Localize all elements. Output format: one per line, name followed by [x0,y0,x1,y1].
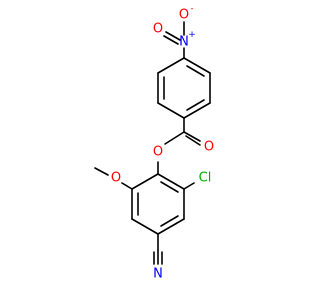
bond-carbonyl-double-a [183,131,201,142]
bond-ring2-cl [183,182,195,190]
bond-carbonyl-c-ester-o [164,131,185,145]
bond-ring2-f [131,173,159,190]
bond-nitro-n-o-left-double-b [165,31,181,41]
bond-ring2-d [131,218,159,235]
bond-ring1-inner-a [186,65,205,77]
atom-nitro-o-top-charge: - [190,4,193,14]
bond-ring2-methoxy-o [121,182,133,190]
bond-ring1-inner-b [186,99,205,111]
atom-nitro-n: N [179,35,189,50]
atom-methoxy-o: O [111,171,121,186]
atom-nitrile-n: N [153,267,163,282]
bond-ring1-f [157,57,185,74]
atom-labels: N + O - O O O O Cl N [111,4,214,282]
bond-ring2-inner-a [160,181,179,193]
bond-ring1-d [157,102,185,119]
bonds [94,21,211,265]
bond-ring2-a [157,173,185,190]
bond-methoxy-o-ch3 [94,167,109,176]
atom-carbonyl-o: O [204,140,214,155]
atom-ester-o: O [153,145,163,160]
molecule-diagram: N + O - O O O O Cl N [94,4,214,282]
bond-ring2-inner-b [160,215,179,227]
bond-carbonyl-double-b [185,135,201,146]
bond-ring1-c [183,102,211,119]
atom-nitro-o-left: O [153,22,163,37]
atom-nitro-o-top: O [179,8,189,23]
bond-ring1-a [183,57,211,74]
bond-ring2-c [157,218,185,235]
bond-nitro-n-o-left-double-a [163,35,179,45]
atom-chlorine: Cl [199,171,212,186]
atom-nitro-n-charge: + [188,30,196,40]
